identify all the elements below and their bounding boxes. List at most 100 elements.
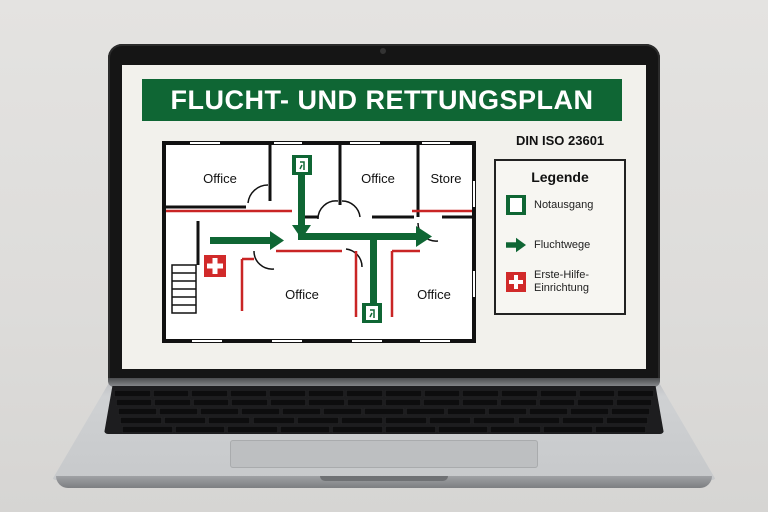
room-label-office-1: Office	[203, 171, 237, 186]
keyboard-key	[617, 390, 654, 397]
legend-item-first-aid: Erste-Hilfe-Einrichtung	[506, 269, 614, 295]
keyboard-key	[200, 408, 240, 415]
legend-label-route: Fluchtwege	[534, 238, 591, 251]
keyboard-key	[346, 390, 383, 397]
keyboard-key	[159, 408, 199, 415]
legend-title: Legende	[531, 169, 589, 185]
keyboard-key	[490, 426, 541, 433]
keyboard	[104, 386, 664, 434]
keyboard-key	[538, 399, 576, 406]
keyboard-key	[164, 417, 207, 424]
keyboard-key	[461, 399, 499, 406]
legend-label-first-aid: Erste-Hilfe-Einrichtung	[534, 269, 590, 294]
keyboard-key	[191, 390, 229, 397]
plan-title: FLUCHT- UND RETTUNGSPLAN	[142, 79, 622, 121]
keyboard-key	[437, 426, 489, 433]
staircase	[171, 264, 197, 314]
keyboard-key	[174, 426, 226, 433]
keyboard-key	[615, 399, 652, 406]
emergency-exit-icon	[506, 195, 526, 215]
keyboard-key	[230, 390, 267, 397]
laptop-screen: FLUCHT- UND RETTUNGSPLAN DIN ISO 23601	[122, 65, 646, 369]
keyboard-key	[385, 399, 422, 406]
laptop-front-edge	[56, 476, 712, 488]
keyboard-key	[152, 390, 190, 397]
keyboard-key	[116, 399, 153, 406]
legend-item-exit: Notausgang	[506, 195, 593, 215]
escape-corridor-walls	[166, 209, 472, 317]
laptop-lid: FLUCHT- UND RETTUNGSPLAN DIN ISO 23601	[108, 44, 660, 384]
keyboard-key	[208, 417, 251, 424]
route-arrow-vertical	[298, 169, 305, 227]
legend-box: Legende Notausgang Fluchtwege Erste-Hilf…	[494, 159, 626, 315]
room-label-store: Store	[430, 171, 461, 186]
standard-label: DIN ISO 23601	[516, 133, 605, 148]
keyboard-key	[542, 426, 594, 433]
trackpad	[230, 440, 538, 468]
keyboard-key	[539, 390, 577, 397]
keyboard-key	[307, 390, 345, 397]
keyboard-key	[487, 408, 527, 415]
keyboard-key	[405, 408, 445, 415]
keyboard-key	[114, 390, 151, 397]
room-label-office-2: Office	[361, 171, 395, 186]
keyboard-key	[385, 390, 422, 397]
escape-route-arrows	[210, 169, 432, 303]
first-aid-icon	[506, 272, 526, 292]
route-arrow-left	[210, 237, 272, 244]
keyboard-key	[429, 417, 472, 424]
inner-walls	[164, 143, 474, 265]
keyboard-key	[500, 399, 537, 406]
keyboard-key	[595, 426, 646, 433]
keyboard-key	[561, 417, 604, 424]
keyboard-key	[241, 408, 281, 415]
keyboard-key	[154, 399, 191, 406]
door-swings	[247, 184, 439, 270]
keyboard-key	[227, 426, 278, 433]
keyboard-key	[279, 426, 331, 433]
keyboard-key	[385, 417, 428, 424]
keyboard-key	[569, 408, 609, 415]
keyboard-key	[282, 408, 322, 415]
route-arrow-main	[298, 233, 418, 240]
keyboard-key	[473, 417, 516, 424]
first-aid-sign	[204, 255, 226, 277]
keyboard-key	[118, 408, 158, 415]
keyboard-key	[323, 408, 363, 415]
legend-item-route: Fluchtwege	[506, 235, 590, 255]
keyboard-key	[332, 426, 383, 433]
legend-label-exit: Notausgang	[534, 198, 594, 211]
keyboard-key	[423, 390, 461, 397]
keyboard-key	[462, 390, 500, 397]
keyboard-key	[340, 417, 383, 424]
keyboard-key	[269, 399, 307, 406]
keyboard-key	[308, 399, 345, 406]
keyboard-key	[122, 426, 173, 433]
keyboard-key	[446, 408, 486, 415]
room-label-office-3: Office	[285, 287, 319, 302]
route-arrow-down	[370, 239, 377, 303]
keyboard-key	[605, 417, 648, 424]
webcam	[380, 48, 386, 54]
lid-opening-notch	[320, 476, 448, 481]
keyboard-key	[385, 426, 436, 433]
laptop-hinge	[108, 378, 660, 387]
keyboard-key	[268, 390, 306, 397]
keyboard-key	[577, 399, 614, 406]
keyboard-key	[231, 399, 268, 406]
escape-route-arrow-icon	[506, 237, 526, 253]
exit-sign-bottom	[362, 303, 382, 323]
floor-plan: Office Office Store Office Office	[162, 141, 476, 343]
window-marks	[190, 142, 475, 342]
keyboard-key	[192, 399, 230, 406]
exit-sign-top	[292, 155, 312, 175]
keyboard-key	[501, 390, 538, 397]
keyboard-key	[517, 417, 560, 424]
keyboard-key	[423, 399, 460, 406]
keyboard-key	[610, 408, 650, 415]
keyboard-key	[296, 417, 339, 424]
room-label-office-4: Office	[417, 287, 451, 302]
keyboard-key	[528, 408, 568, 415]
keyboard-key	[578, 390, 616, 397]
